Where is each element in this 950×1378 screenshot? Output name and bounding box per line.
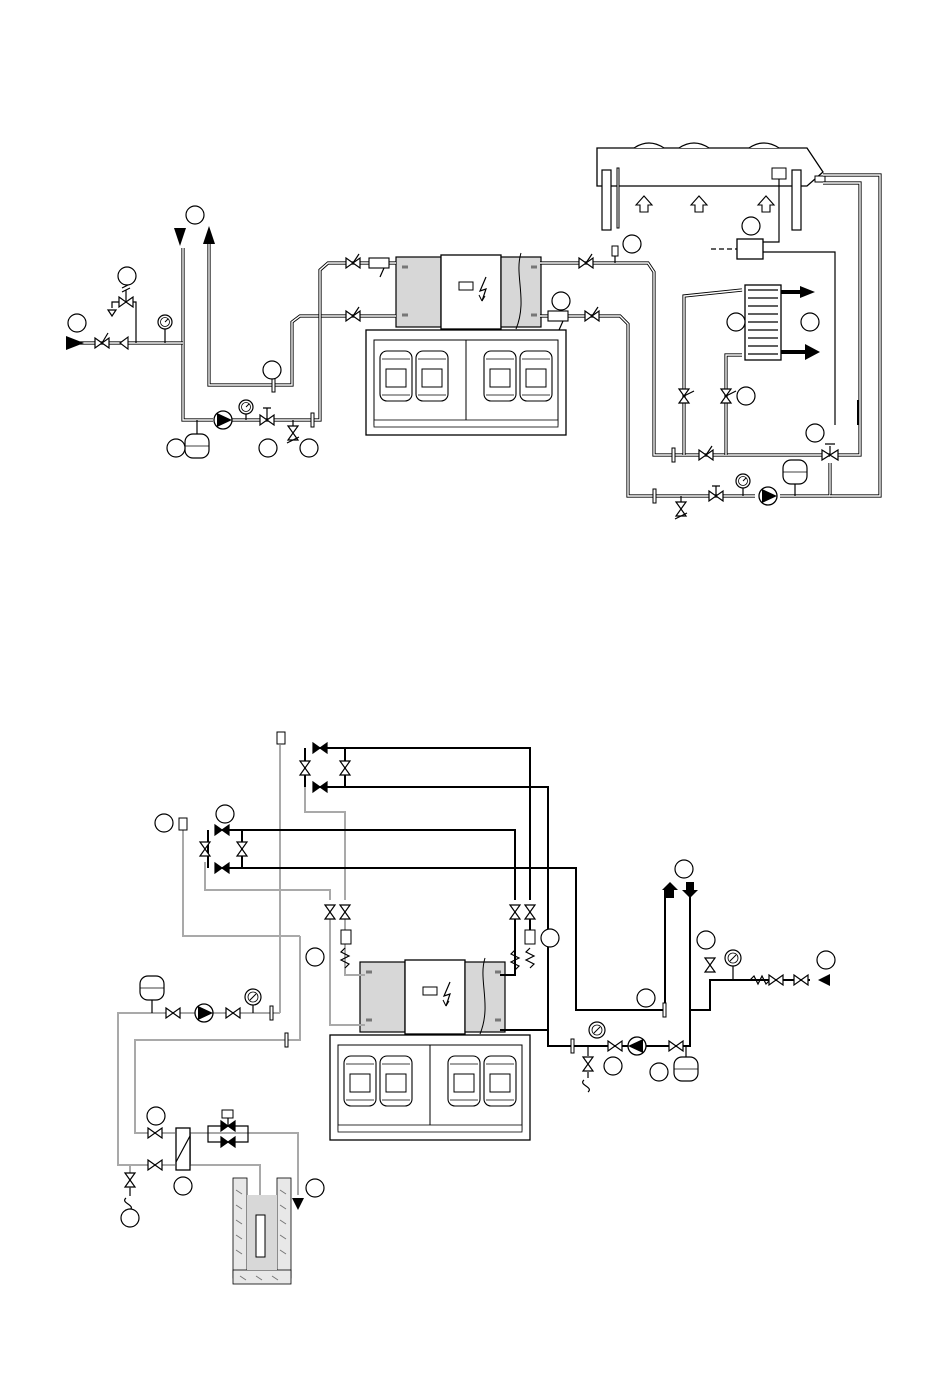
- expansion-vessel: [140, 976, 164, 1000]
- shut-off-valve[interactable]: [226, 1008, 240, 1018]
- load-circuit-lines: [208, 748, 810, 1046]
- callout-circle: [259, 439, 277, 457]
- chiller-unit-lower: [330, 958, 530, 1140]
- callout-circle: [263, 361, 281, 379]
- remote-condenser: [597, 143, 825, 230]
- callout-circle: [541, 929, 559, 947]
- shut-off-valve[interactable]: [769, 975, 783, 985]
- callout-circle: [155, 814, 173, 832]
- shut-off-valve[interactable]: [608, 1041, 622, 1051]
- inlet-arrow: [66, 336, 84, 350]
- shut-off-valve[interactable]: [313, 782, 327, 792]
- expansion-vessel: [674, 1057, 698, 1081]
- check-valve: [120, 337, 128, 349]
- callout-circle: [300, 439, 318, 457]
- shut-off-valve[interactable]: [215, 863, 229, 873]
- well-pump: [256, 1215, 265, 1257]
- circulation-pump[interactable]: [759, 487, 777, 505]
- pressure-gauge: [725, 950, 741, 966]
- callout-circle: [737, 387, 755, 405]
- pressure-gauge: [589, 1022, 605, 1038]
- air-vent: [277, 732, 285, 744]
- control-box: [737, 239, 763, 259]
- filter: [548, 311, 568, 321]
- callout-circle: [174, 1177, 192, 1195]
- shut-off-valve[interactable]: [669, 1041, 683, 1051]
- callout-circle: [121, 1209, 139, 1227]
- shut-off-valve[interactable]: [237, 842, 247, 856]
- pressure-gauge: [158, 315, 172, 329]
- shut-off-valve[interactable]: [510, 905, 520, 919]
- callout-circle: [650, 1063, 668, 1081]
- callout-circle: [675, 860, 693, 878]
- shut-off-valve[interactable]: [525, 905, 535, 919]
- shut-off-valve[interactable]: [300, 761, 310, 775]
- callout-circle: [306, 1179, 324, 1197]
- callout-circle: [727, 313, 745, 331]
- groundwater-well: [233, 1178, 291, 1284]
- circulation-pump[interactable]: [214, 411, 232, 429]
- drain-valve[interactable]: [125, 1173, 135, 1187]
- drain-valve[interactable]: [583, 1057, 593, 1071]
- shut-off-valve[interactable]: [340, 905, 350, 919]
- upper-diagram: [66, 143, 880, 519]
- thermometer-well: [272, 378, 275, 392]
- filter: [369, 258, 389, 268]
- return-arrow-up: [203, 226, 215, 244]
- supply-arrow-down: [174, 228, 186, 246]
- filling-inlet-arrow: [818, 974, 830, 986]
- shut-off-valve[interactable]: [148, 1160, 162, 1170]
- shut-off-valve[interactable]: [215, 825, 229, 835]
- callout-circle: [806, 424, 824, 442]
- shut-off-valve[interactable]: [794, 975, 808, 985]
- expansion-vessel: [185, 434, 209, 458]
- flow-switch: [341, 930, 351, 944]
- chiller-unit-upper: [366, 253, 566, 435]
- shut-off-valve[interactable]: [313, 743, 327, 753]
- callout-circle: [697, 931, 715, 949]
- callout-circle: [306, 948, 324, 966]
- air-vent: [612, 246, 618, 256]
- callout-circle: [68, 314, 86, 332]
- shut-off-valve[interactable]: [325, 905, 335, 919]
- callout-circle: [742, 217, 760, 235]
- shut-off-valve[interactable]: [166, 1008, 180, 1018]
- callout-circle: [604, 1057, 622, 1075]
- callout-circle: [552, 292, 570, 310]
- shut-off-valve[interactable]: [148, 1128, 162, 1138]
- pressure-gauge: [239, 400, 253, 414]
- lower-diagram: [118, 732, 835, 1284]
- callout-circle: [186, 206, 204, 224]
- callout-circle: [147, 1107, 165, 1125]
- pressure-gauge: [736, 474, 750, 488]
- callout-circle: [801, 313, 819, 331]
- pressure-gauge: [245, 989, 261, 1005]
- circulation-pump[interactable]: [195, 1004, 213, 1022]
- callout-circle: [637, 989, 655, 1007]
- safety-valve[interactable]: [705, 958, 715, 972]
- discharge-arrow: [292, 1198, 304, 1210]
- callout-circle: [623, 235, 641, 253]
- callout-circle: [817, 951, 835, 969]
- flow-arrow-down: [682, 882, 698, 898]
- flow-switch: [525, 930, 535, 944]
- callout-circle: [216, 805, 234, 823]
- air-vent: [179, 818, 187, 830]
- callout-circle: [167, 439, 185, 457]
- shut-off-valve[interactable]: [340, 761, 350, 775]
- expansion-vessel: [783, 460, 807, 484]
- callout-circle: [118, 267, 136, 285]
